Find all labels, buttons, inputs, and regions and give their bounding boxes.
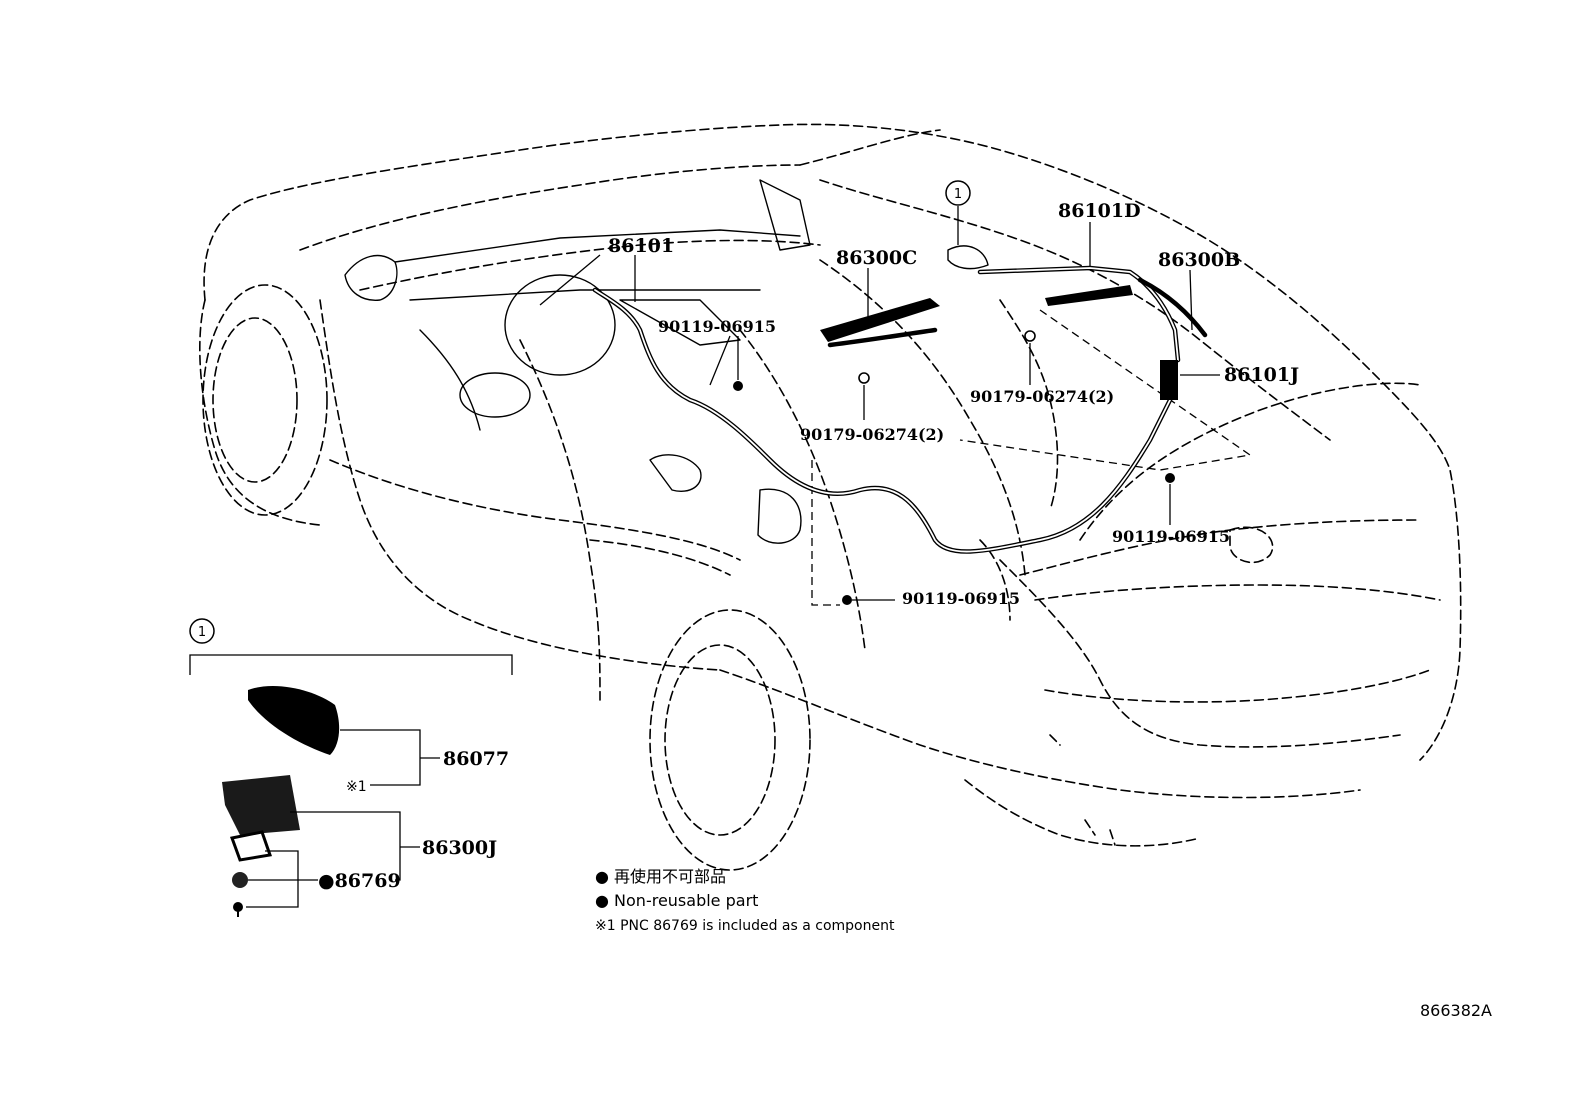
label-86300B: 86300B [1158, 249, 1240, 271]
car-body-outline [199, 123, 1462, 847]
rear-deck-outline [811, 309, 1252, 606]
label-86077: 86077 [443, 748, 509, 770]
leader-lines [539, 206, 1220, 601]
inset-callout-number: 1 [198, 625, 206, 640]
inset-detail: 1 86077 ※1 86300J ●86769 [189, 618, 513, 917]
label-90119-06915-rear: 90119-06915 [1112, 527, 1230, 546]
screw-icon [233, 902, 243, 917]
label-86101: 86101 [608, 235, 674, 257]
label-90179-06274-right: 90179-06274(2) [970, 387, 1114, 406]
label-90119-06915-lower: 90119-06915 [902, 589, 1020, 608]
antenna-86300C [820, 298, 940, 348]
legend-footnote: ※1 PNC 86769 is included as a component [595, 918, 895, 934]
label-ref-1: ※1 [346, 779, 367, 795]
legend: ● 再使用不可部品 ● Non-reusable part ※1 PNC 867… [595, 867, 895, 934]
label-90119-06915-front: 90119-06915 [658, 317, 776, 336]
callout-number: 1 [954, 187, 962, 202]
antenna-cord-86101D [977, 265, 1208, 363]
label-86101J: 86101J [1224, 364, 1299, 386]
gasket-icon [229, 830, 273, 862]
diagram-id: 866382A [1420, 1001, 1492, 1020]
bolt-icon [733, 381, 1175, 605]
rear-wheel [649, 609, 811, 871]
legend-japanese: ● 再使用不可部品 [595, 867, 726, 886]
front-wheel [202, 284, 328, 516]
part-labels: 86101 86101D 86300C 86300B 86101J 90119-… [608, 200, 1299, 608]
callout-circle-1: 1 [945, 180, 971, 206]
clamp-icon [858, 330, 1036, 384]
antenna-base-86300J [222, 775, 300, 835]
label-86300C: 86300C [836, 247, 917, 269]
label-86101D: 86101D [1058, 200, 1141, 222]
nut-icon [232, 872, 248, 888]
shark-fin-cover-86077 [248, 685, 340, 755]
antenna-amplifier-86101J [1160, 360, 1178, 400]
label-90179-06274-left: 90179-06274(2) [800, 425, 944, 444]
label-86300J: 86300J [422, 837, 497, 859]
legend-non-reusable: ● Non-reusable part [595, 891, 758, 910]
shark-fin-antenna-position [947, 245, 989, 270]
antenna-cord-86101 [592, 287, 1173, 554]
interior-dashboard [344, 179, 811, 544]
label-86769: ●86769 [318, 870, 401, 892]
antenna-86300B [1045, 285, 1133, 306]
